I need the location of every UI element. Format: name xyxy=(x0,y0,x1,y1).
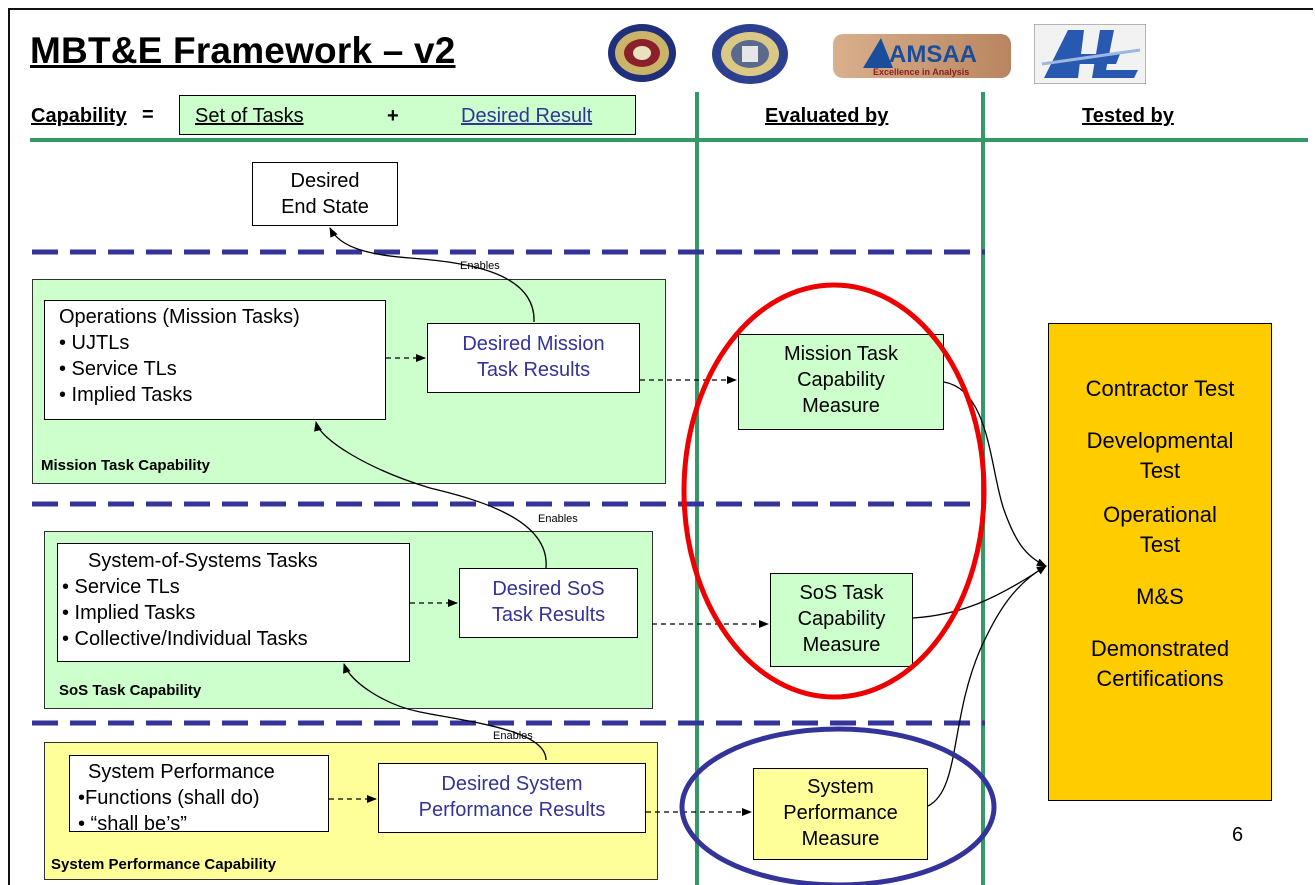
mission-task-item: • UJTLs xyxy=(59,332,130,354)
system-measure-line: Performance xyxy=(783,802,898,824)
tested-by-box: Contractor Test Developmental Test Opera… xyxy=(1048,323,1272,801)
desired-system-results-box: Desired System Performance Results xyxy=(378,763,646,833)
test-item: M&S xyxy=(1136,584,1184,609)
test-item: Demonstrated xyxy=(1090,636,1230,661)
mission-measure-line: Measure xyxy=(802,395,880,417)
sos-task-item: • Implied Tasks xyxy=(62,602,196,624)
system-task-item: • “shall be’s” xyxy=(78,813,187,835)
end-state-line2: End State xyxy=(281,196,369,218)
set-of-tasks-label: Set of Tasks xyxy=(195,105,304,127)
equals-sign: = xyxy=(142,104,154,126)
end-state-line1: Desired xyxy=(290,170,360,192)
desired-mission-results-box: Desired Mission Task Results xyxy=(427,323,640,393)
enables-label-middle: Enables xyxy=(538,513,578,525)
desired-result-label: Desired Result xyxy=(461,105,593,127)
sos-measure-line: Measure xyxy=(802,634,881,656)
amsaa-logo-subtext: Excellence in Analysis xyxy=(873,67,969,77)
desired-sos-results-box: Desired SoS Task Results xyxy=(459,568,638,638)
sos-tasks-box: System-of-Systems Tasks • Service TLs • … xyxy=(57,543,410,662)
sos-capability-measure-box: SoS Task Capability Measure xyxy=(770,573,913,667)
system-tasks-title: System Performance xyxy=(88,761,275,783)
sos-task-item: • Collective/Individual Tasks xyxy=(62,628,308,650)
system-tasks-box: System Performance •Functions (shall do)… xyxy=(69,755,329,835)
mission-measure-line: Mission Task xyxy=(783,343,899,365)
mission-capability-measure-box: Mission Task Capability Measure xyxy=(738,334,944,430)
slide-title: MBT&E Framework – v2 xyxy=(30,30,456,71)
capability-label: Capability xyxy=(31,105,127,127)
sos-result-line2: Task Results xyxy=(491,604,606,626)
mission-tasks-title: Operations (Mission Tasks) xyxy=(59,306,300,328)
arl-logo xyxy=(1034,24,1146,84)
sos-task-item: • Service TLs xyxy=(62,576,180,598)
mission-task-item: • Implied Tasks xyxy=(59,384,193,406)
enables-label-bottom: Enables xyxy=(493,730,533,742)
test-item: Test xyxy=(1139,458,1181,483)
evaluated-by-label: Evaluated by xyxy=(765,105,889,127)
system-measure-line: System xyxy=(807,776,874,798)
seal-logo-2 xyxy=(712,24,788,84)
system-result-line1: Desired System xyxy=(441,773,583,795)
sos-result-line1: Desired SoS xyxy=(492,578,605,600)
page-number: 6 xyxy=(1232,824,1244,846)
seal-logo-1 xyxy=(608,24,676,82)
sos-panel-label: SoS Task Capability xyxy=(59,682,202,699)
tested-by-label: Tested by xyxy=(1082,105,1174,127)
amsaa-logo-text: AMSAA xyxy=(889,41,977,68)
test-item: Certifications xyxy=(1096,666,1224,691)
mission-result-line1: Desired Mission xyxy=(462,333,605,355)
system-task-item: •Functions (shall do) xyxy=(78,787,260,809)
system-performance-measure-box: System Performance Measure xyxy=(753,768,928,860)
test-item: Developmental xyxy=(1086,428,1234,453)
system-panel-label: System Performance Capability xyxy=(51,856,277,873)
test-item: Test xyxy=(1139,532,1181,557)
mission-panel-label: Mission Task Capability xyxy=(41,457,210,474)
sos-tasks-title: System-of-Systems Tasks xyxy=(88,550,318,572)
system-result-line2: Performance Results xyxy=(418,799,606,821)
system-measure-line: Measure xyxy=(801,828,880,850)
plus-sign: + xyxy=(387,105,399,127)
mission-result-line2: Task Results xyxy=(476,359,591,381)
mission-task-item: • Service TLs xyxy=(59,358,177,380)
slide-frame xyxy=(8,8,1313,885)
sos-measure-line: SoS Task xyxy=(799,582,884,604)
desired-end-state-box: Desired End State xyxy=(252,162,398,226)
capability-formula-box xyxy=(179,95,636,135)
amsaa-logo: AMSAA Excellence in Analysis xyxy=(833,34,1011,78)
enables-label-top: Enables xyxy=(460,260,500,272)
test-item: Operational xyxy=(1103,502,1217,527)
mission-measure-line: Capability xyxy=(797,369,885,391)
sos-measure-line: Capability xyxy=(797,608,886,630)
test-item: Contractor Test xyxy=(1085,376,1235,401)
mission-tasks-box: Operations (Mission Tasks) • UJTLs • Ser… xyxy=(44,300,386,420)
